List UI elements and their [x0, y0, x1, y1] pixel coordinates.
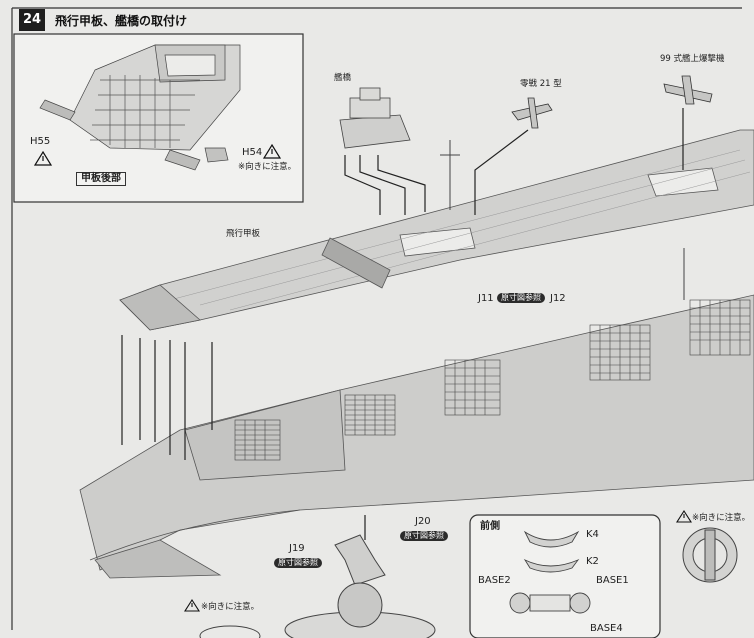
flight-deck-drawing — [119, 129, 754, 331]
dive-bomber-drawing — [663, 75, 713, 105]
inset-deck-drawing — [39, 44, 241, 171]
dive-bomber-label: 99 式艦上爆撃機 — [660, 54, 725, 64]
zero-fighter-drawing — [511, 97, 553, 129]
flight-deck-label: 飛行甲板 — [226, 229, 261, 239]
warning-icon — [675, 509, 693, 523]
step-title: 飛行甲板、艦橋の取付け — [55, 14, 188, 28]
bridge-drawing — [339, 87, 411, 149]
part-label-j20: J20 — [415, 516, 431, 527]
part-label-k2: K2 — [586, 556, 599, 567]
warning-icon — [183, 598, 201, 612]
inset-note: ※向きに注意。 — [238, 162, 297, 172]
part-label-j11: J11 — [478, 293, 494, 304]
hangar-lattice — [234, 299, 751, 461]
part-label-base1: BASE1 — [596, 575, 629, 586]
zero-fighter-label: 零戦 21 型 — [520, 79, 562, 89]
j11-tag: 原寸図参照 — [497, 293, 545, 303]
part-label-k4: K4 — [586, 529, 599, 540]
bridge-label: 艦橋 — [334, 73, 352, 83]
part-label-j19: J19 — [289, 543, 305, 554]
detail-title: 前側 — [480, 521, 500, 532]
step-number-badge: 24 — [19, 9, 45, 31]
warning-icon — [262, 143, 282, 159]
round-part-drawing — [682, 527, 738, 583]
j20-tag: 原寸図参照 — [400, 531, 448, 541]
j19-tag: 原寸図参照 — [274, 558, 322, 568]
part-label-j12: J12 — [550, 293, 566, 304]
note-bottom: ※向きに注意。 — [201, 602, 260, 612]
mast-drawing — [440, 140, 685, 300]
seat-part-drawing — [284, 534, 436, 638]
part-label-base2: BASE2 — [478, 575, 511, 586]
inset-caption: 甲板後部 — [76, 172, 126, 186]
part-label-h54: H54 — [242, 147, 263, 158]
note-right: ※向きに注意。 — [692, 513, 751, 523]
part-label-base4: BASE4 — [590, 623, 623, 634]
part-label-h55: H55 — [30, 136, 51, 147]
warning-icon — [33, 150, 53, 166]
bottom-left-part — [199, 625, 261, 638]
detail-parts-drawing — [509, 530, 591, 614]
